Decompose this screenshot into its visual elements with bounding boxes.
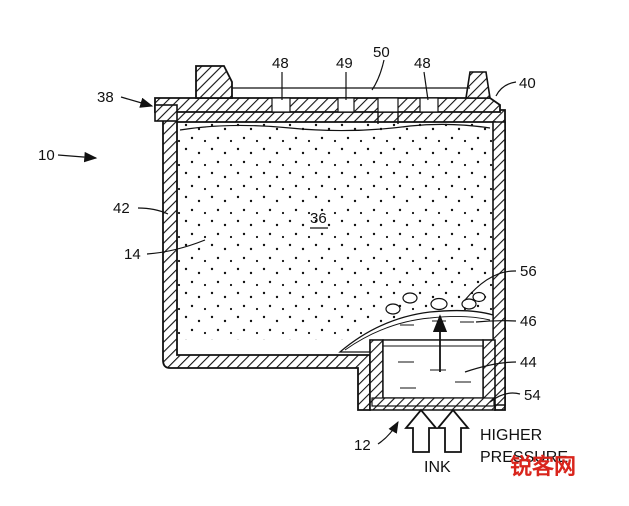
label-meniscus: 46 (520, 313, 537, 330)
label-filter-a: 48 (272, 55, 289, 72)
label-lid-left: 38 (97, 89, 114, 106)
label-wall: 42 (113, 200, 130, 217)
meniscus-hill (338, 309, 494, 353)
label-filter-b: 48 (414, 55, 431, 72)
vent-slot-d (419, 97, 439, 113)
lid-plate (154, 97, 501, 113)
bubble (472, 291, 486, 303)
label-vent: 49 (336, 55, 353, 72)
vent-slot-a (271, 97, 291, 113)
ink-arrow-right (436, 408, 470, 453)
bubble (402, 292, 418, 304)
bubble (385, 303, 401, 315)
lid-boss (195, 65, 233, 99)
foam-chamber (177, 122, 493, 340)
label-foam: 14 (124, 246, 141, 263)
watermark-logo: 锐客网 (510, 454, 576, 480)
label-standpipe: 44 (520, 354, 537, 371)
bubble (430, 297, 448, 311)
label-outlet: 12 (354, 437, 371, 454)
bubble (461, 298, 477, 310)
label-chamber: 36 (310, 210, 327, 227)
standpipe-chamber (382, 339, 484, 399)
caption-higher: HIGHER (480, 427, 542, 444)
vent-slot-c (377, 97, 399, 113)
label-screen: 54 (524, 387, 541, 404)
vent-slot-b (337, 97, 355, 113)
label-bubbles: 56 (520, 263, 537, 280)
foam-top-wave (179, 123, 491, 132)
ink-arrow-left (404, 408, 438, 453)
label-cover: 50 (373, 44, 390, 61)
filter-screen (371, 397, 495, 407)
caption-ink: INK (424, 459, 451, 476)
lid-left-lip (154, 104, 178, 122)
caption-pressure: PRESSURE (480, 449, 568, 466)
label-lid-right: 40 (519, 75, 536, 92)
lid-right-tab (465, 71, 491, 99)
label-device: 10 (38, 147, 55, 164)
